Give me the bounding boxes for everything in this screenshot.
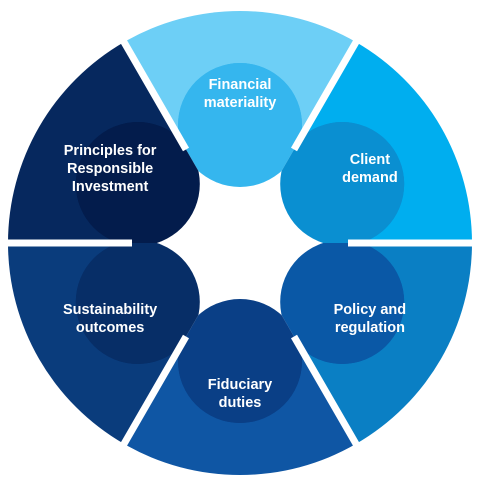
- segment-divider: [290, 36, 362, 152]
- segment-lobe-inner: [178, 299, 302, 423]
- segment-divider: [118, 334, 190, 450]
- segment-divider: [118, 36, 190, 152]
- segment-lobe-inner: [75, 243, 200, 364]
- segment-lobe-inner: [75, 122, 200, 243]
- segment-divider: [290, 334, 362, 450]
- segment-lobe-inner: [178, 63, 302, 187]
- segment-lobe-inner: [280, 243, 405, 364]
- segment-lobe-inner: [280, 122, 405, 243]
